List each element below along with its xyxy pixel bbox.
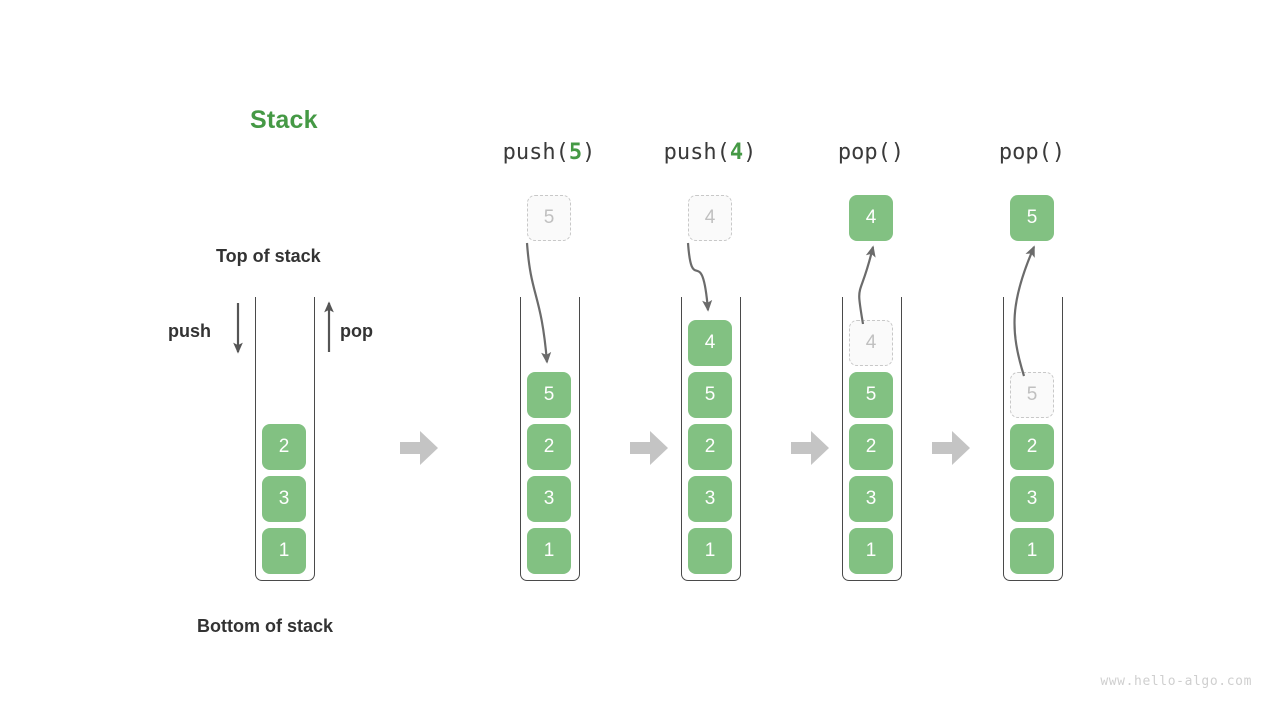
step-column-4: pop() 5 2 3 1 5 [952, 0, 1112, 720]
initial-stack-container [255, 297, 315, 581]
step-column-3: pop() 4 5 2 3 1 4 [791, 0, 951, 720]
bottom-of-stack-label: Bottom of stack [197, 616, 334, 636]
step1-stack-cell: 1 [527, 528, 571, 574]
header-op-name: push( [502, 140, 569, 165]
initial-stack-column: 2 3 1 [200, 0, 360, 720]
step1-stack-container [520, 297, 580, 581]
step1-stack-cell: 2 [527, 424, 571, 470]
step3-stack-cell: 3 [849, 476, 893, 522]
step1-floating-value: 5 [527, 195, 571, 241]
step3-stack-cell: 4 [849, 320, 893, 366]
step4-stack-cell: 1 [1010, 528, 1054, 574]
step-header-1: push(5) [469, 140, 629, 165]
step-header-2: push(4) [630, 140, 790, 165]
header-op-name: pop( [837, 140, 891, 165]
step2-stack-cell: 1 [688, 528, 732, 574]
step-header-3: pop() [791, 140, 951, 165]
step4-stack-container [1003, 297, 1063, 581]
step3-floating-value: 4 [849, 195, 893, 241]
step3-stack-cell: 5 [849, 372, 893, 418]
step4-floating-value: 5 [1010, 195, 1054, 241]
step2-stack-cell: 2 [688, 424, 732, 470]
initial-stack-cell: 2 [262, 424, 306, 470]
step1-stack-cell: 5 [527, 372, 571, 418]
step3-stack-container [842, 297, 902, 581]
step4-stack-cell: 5 [1010, 372, 1054, 418]
header-argument: 4 [729, 140, 744, 165]
step2-floating-value: 4 [688, 195, 732, 241]
push-label: push [168, 321, 211, 341]
header-close-paren: ) [743, 140, 757, 165]
step-separator-arrow-icon [932, 431, 970, 465]
watermark: www.hello-algo.com [1100, 674, 1252, 689]
step4-stack-cell: 3 [1010, 476, 1054, 522]
top-of-stack-label: Top of stack [216, 246, 321, 266]
header-op-name: push( [663, 140, 730, 165]
header-op-name: pop( [998, 140, 1052, 165]
pop-label: pop [340, 321, 373, 341]
page-title: Stack [250, 106, 318, 134]
step3-stack-cell: 1 [849, 528, 893, 574]
step-header-4: pop() [952, 140, 1112, 165]
header-argument: 5 [568, 140, 583, 165]
initial-stack-cell: 3 [262, 476, 306, 522]
step3-stack-cell: 2 [849, 424, 893, 470]
header-close-paren: ) [1051, 140, 1066, 165]
header-close-paren: ) [582, 140, 596, 165]
initial-stack-cell: 1 [262, 528, 306, 574]
step2-stack-cell: 4 [688, 320, 732, 366]
step-separator-arrow-icon [400, 431, 438, 465]
step4-stack-cell: 2 [1010, 424, 1054, 470]
step2-stack-cell: 3 [688, 476, 732, 522]
step2-stack-cell: 5 [688, 372, 732, 418]
step1-stack-cell: 3 [527, 476, 571, 522]
step-separator-arrow-icon [630, 431, 668, 465]
step2-stack-container [681, 297, 741, 581]
header-close-paren: ) [890, 140, 905, 165]
step-separator-arrow-icon [791, 431, 829, 465]
